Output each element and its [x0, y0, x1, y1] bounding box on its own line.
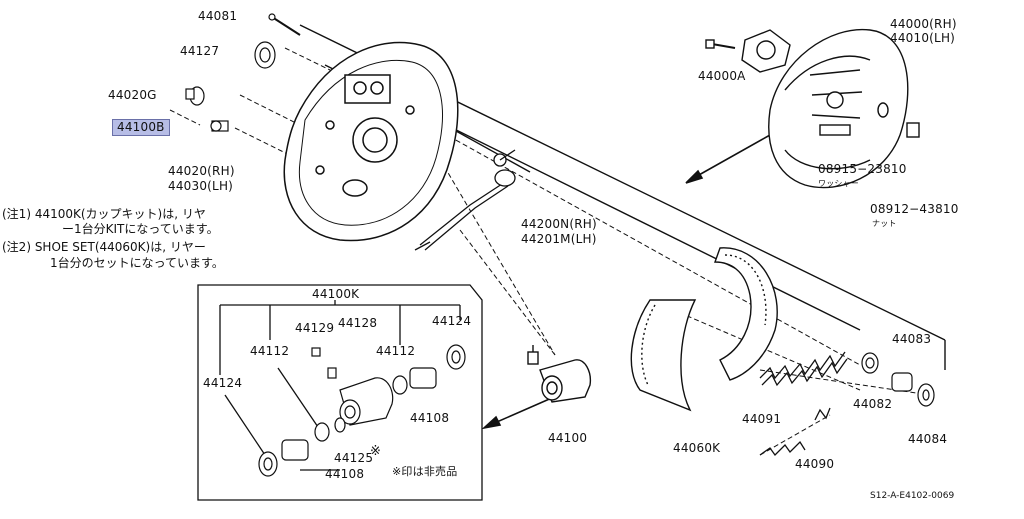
label-44100b-highlighted[interactable]: 44100B [112, 119, 170, 136]
label-44091: 44091 [742, 412, 782, 426]
inset-label-44124-right: 44124 [432, 314, 472, 328]
inset-frame [197, 284, 483, 501]
left-small-parts [185, 13, 301, 132]
label-44083: 44083 [892, 332, 932, 346]
label-44090: 44090 [795, 457, 835, 471]
inset-title-44100k: 44100K [312, 287, 360, 301]
diagram-code: S12-A-E4102-0069 [870, 491, 955, 501]
inset-label-44108-right: 44108 [410, 411, 450, 425]
direction-arrows [481, 134, 771, 430]
inset-label-44129: 44129 [295, 321, 335, 335]
inset-label-44125: 44125 [334, 451, 374, 465]
inset-mark: ※ [370, 444, 382, 459]
label-44030: 44030(LH) [168, 179, 234, 193]
label-08912-nut: ナット [872, 219, 897, 228]
label-44100: 44100 [548, 431, 588, 445]
label-44020g: 44020G [108, 88, 157, 102]
label-44127: 44127 [180, 44, 220, 58]
note-1-line-2: ー1台分KITになっています。 [62, 222, 219, 236]
brake-shoes [630, 247, 778, 412]
label-08915: 08915−23810 [818, 162, 907, 176]
inset-label-44112-left: 44112 [250, 344, 290, 358]
inset-note: ※印は非売品 [392, 465, 458, 478]
inset-label-44112-right: 44112 [376, 344, 416, 358]
inset-label-44124-left: 44124 [203, 376, 243, 390]
label-08912: 08912−43810 [870, 202, 959, 216]
label-44082: 44082 [853, 397, 893, 411]
label-44010: 44010(LH) [890, 31, 956, 45]
label-08915-washer: ワッシャー [818, 179, 859, 188]
label-44020: 44020(RH) [168, 164, 235, 178]
label-44084: 44084 [908, 432, 948, 446]
backing-plate [283, 41, 459, 242]
inset-label-44108-bottom: 44108 [325, 467, 365, 481]
drum-brake-assembly [705, 28, 920, 189]
parking-brake-cable [414, 149, 516, 251]
wheel-cylinder [527, 345, 592, 403]
label-44000: 44000(RH) [890, 17, 957, 31]
note-1-line-1: (注1) 44100K(カップキット)は, リヤ [2, 207, 206, 221]
inset-label-44128: 44128 [338, 316, 378, 330]
label-44200n: 44200N(RH) [521, 217, 597, 231]
note-2-line-2: 1台分のセットになっています。 [50, 256, 224, 270]
label-44060k: 44060K [673, 441, 721, 455]
label-44081: 44081 [198, 9, 238, 23]
right-small-parts [861, 352, 935, 407]
springs [759, 351, 848, 457]
note-2-line-1: (注2) SHOE SET(44060K)は, リヤー [2, 240, 206, 254]
label-44000a: 44000A [698, 69, 746, 83]
inset-parts [258, 344, 466, 477]
label-44201m: 44201M(LH) [521, 232, 597, 246]
